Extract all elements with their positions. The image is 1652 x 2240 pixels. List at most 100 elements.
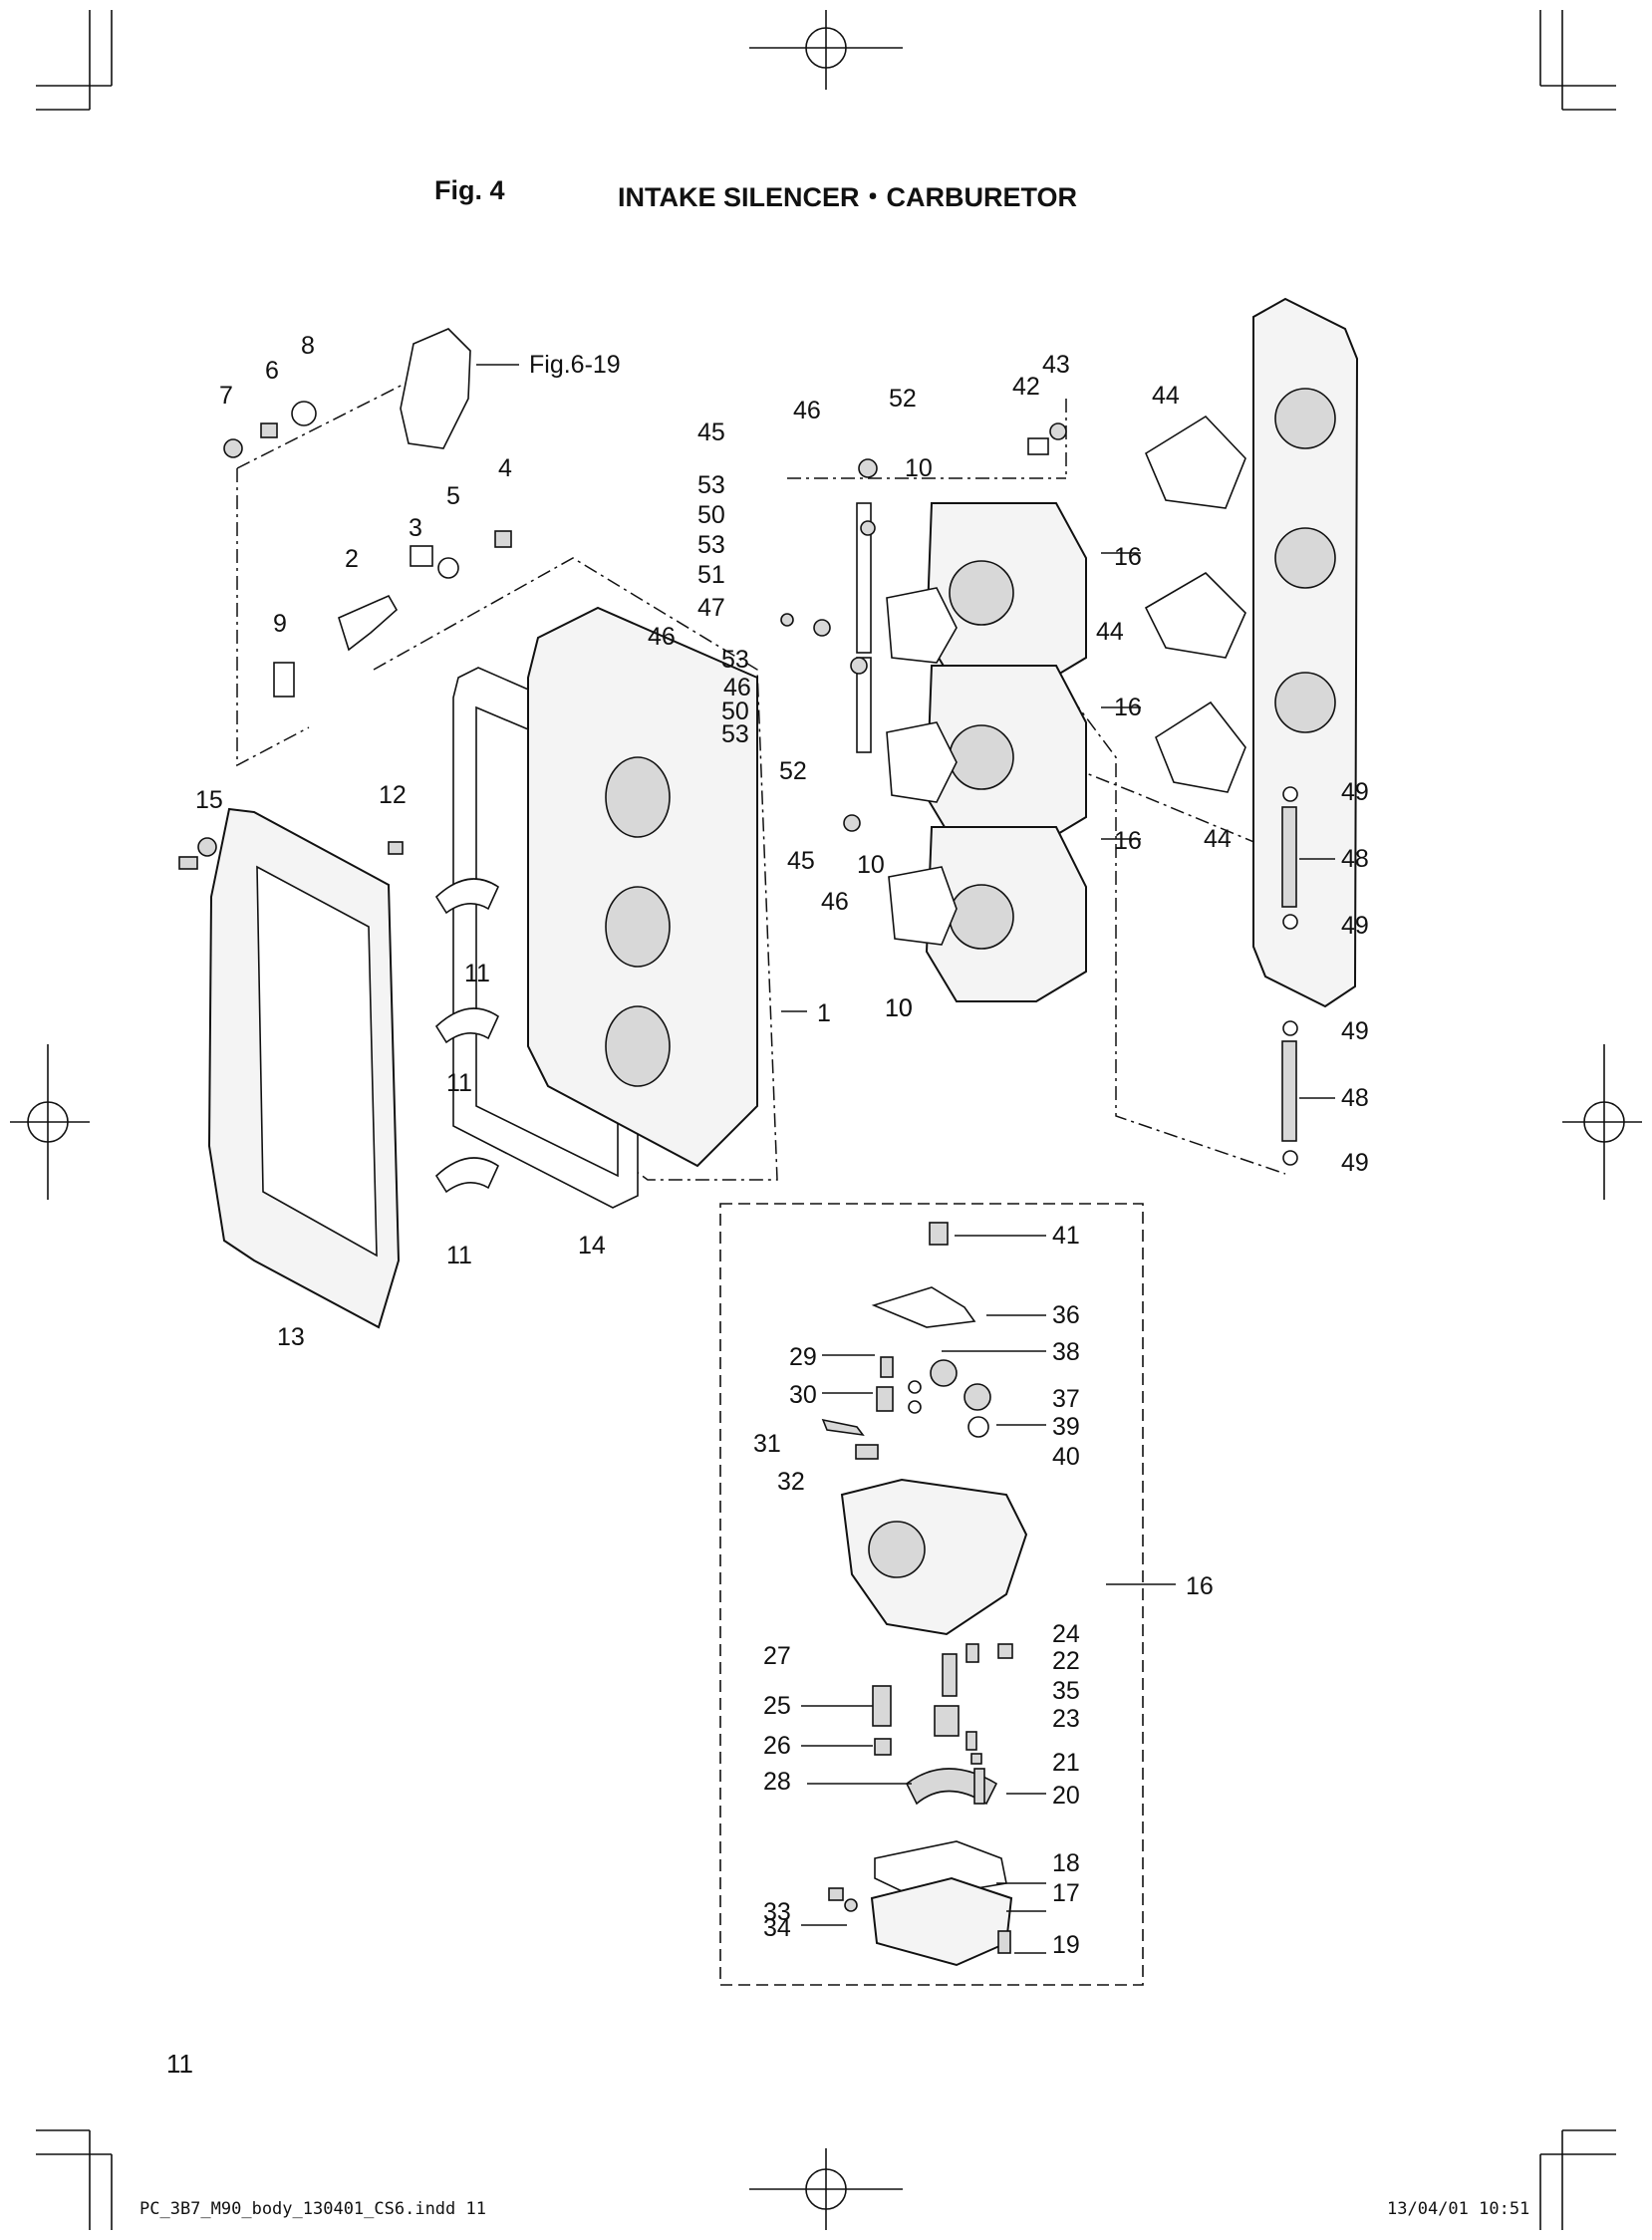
callout-label: 45	[787, 847, 815, 875]
registration-mark-top	[749, 10, 903, 90]
registration-mark-right	[1562, 1044, 1642, 1200]
callout-label: 25	[763, 1692, 791, 1720]
callout-label: 44	[1204, 825, 1232, 853]
callout-label: 10	[885, 994, 913, 1022]
hoses	[1281, 786, 1298, 1166]
callout-label: 49	[1341, 1149, 1369, 1177]
silencer-cover	[207, 807, 401, 1329]
callout-label: 47	[697, 594, 725, 622]
callout-label: 50	[697, 501, 725, 529]
leader-lines	[476, 364, 1335, 1954]
callout-label: 20	[1052, 1782, 1080, 1810]
callout-label: 18	[1052, 1849, 1080, 1877]
callout-label: 12	[379, 781, 407, 809]
callout-label: 16	[1114, 543, 1142, 571]
figure-number: Fig. 4	[434, 175, 505, 205]
callout-label: 2	[345, 545, 359, 573]
callout-label: 49	[1341, 778, 1369, 806]
callout-label: 50	[721, 698, 749, 725]
callout-label: 28	[763, 1768, 791, 1796]
callout-label: 5	[446, 482, 460, 510]
callout-label: 9	[273, 610, 287, 638]
callout-label: 16	[1114, 827, 1142, 855]
callout-label: 21	[1052, 1749, 1080, 1777]
callout-label: 7	[219, 382, 233, 410]
manifold-gaskets	[1027, 415, 1246, 793]
callout-label: 27	[763, 1642, 791, 1670]
callout-label: 38	[1052, 1338, 1080, 1366]
callout-label: 40	[1052, 1443, 1080, 1471]
callout-label: 26	[763, 1732, 791, 1760]
callout-label: 35	[1052, 1677, 1080, 1705]
callout-label: 8	[301, 332, 315, 360]
callout-label: 53	[697, 471, 725, 499]
callout-label: 19	[1052, 1931, 1080, 1959]
callout-label: 34	[763, 1914, 791, 1942]
callout-label: 44	[1096, 618, 1124, 646]
callout-label: 4	[498, 454, 512, 482]
callout-labels: 1 2 3 4 5 6 7 8 9 10 10 10 10 11 11 11 1…	[195, 332, 1369, 1959]
assembly-boundaries	[236, 360, 1286, 1986]
silencer-body	[527, 606, 758, 1168]
callout-label: 53	[721, 720, 749, 748]
figure-title: INTAKE SILENCER・CARBURETOR	[618, 182, 1078, 212]
callout-label: 51	[697, 561, 725, 589]
callout-label: 33	[763, 1898, 791, 1926]
callout-label: 48	[1341, 845, 1369, 873]
callout-label: 1	[817, 999, 831, 1027]
callout-label: 10	[857, 851, 885, 879]
callout-label: 36	[1052, 1301, 1080, 1329]
callout-label: 52	[889, 385, 917, 413]
cross-reference-label: Fig.6-19	[529, 351, 621, 379]
callout-label: 46	[648, 623, 676, 651]
callout-label: 11	[446, 1242, 472, 1269]
callout-label: 46	[793, 397, 821, 424]
callout-label: 14	[578, 1232, 606, 1260]
callout-label: 48	[1341, 1084, 1369, 1112]
callout-label: 30	[789, 1381, 817, 1409]
callout-label: 41	[1052, 1222, 1080, 1250]
registration-mark-bottom	[749, 2148, 903, 2230]
callout-label: 10	[905, 454, 933, 482]
brackets	[434, 878, 500, 1194]
callout-label: 39	[1052, 1413, 1080, 1441]
callout-label: 43	[1042, 351, 1070, 379]
callout-label: 3	[409, 514, 422, 542]
callout-label: 10	[885, 994, 913, 1022]
intake-manifold	[1252, 297, 1359, 1008]
callout-label: 52	[779, 757, 807, 785]
callout-label: 44	[1152, 382, 1180, 410]
callout-label: 16	[1186, 1572, 1214, 1600]
page-number: 11	[166, 2049, 193, 2079]
crop-marks	[36, 10, 1616, 2230]
callout-label: 53	[697, 531, 725, 559]
callout-label: 32	[777, 1468, 805, 1496]
callout-label: 49	[1341, 1017, 1369, 1045]
callout-label: 17	[1052, 1879, 1080, 1907]
carburetor-exploded	[821, 1222, 1028, 1967]
callout-label: 16	[1114, 694, 1142, 721]
callout-label: 49	[1341, 912, 1369, 940]
carburetor-bank	[780, 458, 1087, 1002]
callout-label: 24	[1052, 1620, 1080, 1648]
callout-label: 46	[821, 888, 849, 916]
callout-label: 42	[1012, 373, 1040, 401]
callout-label: 29	[789, 1343, 817, 1371]
callout-label: 53	[721, 646, 749, 674]
callout-label: 22	[1052, 1647, 1080, 1675]
callout-label: 31	[753, 1430, 781, 1458]
callout-label: 11	[464, 960, 490, 987]
small-parts-top-left	[178, 328, 512, 870]
registration-mark-left	[10, 1044, 90, 1200]
callout-label: 37	[1052, 1385, 1080, 1413]
callout-label: 15	[195, 786, 223, 814]
callout-label: 46	[723, 674, 751, 701]
footer-timestamp: 13/04/01 10:51	[1387, 2199, 1530, 2219]
callout-label: 23	[1052, 1705, 1080, 1733]
footer-file-name: PC_3B7_M90_body_130401_CS6.indd 11	[139, 2199, 486, 2219]
callout-label: 13	[277, 1323, 305, 1351]
callout-label: 6	[265, 357, 279, 385]
callout-label: 11	[446, 1069, 472, 1097]
